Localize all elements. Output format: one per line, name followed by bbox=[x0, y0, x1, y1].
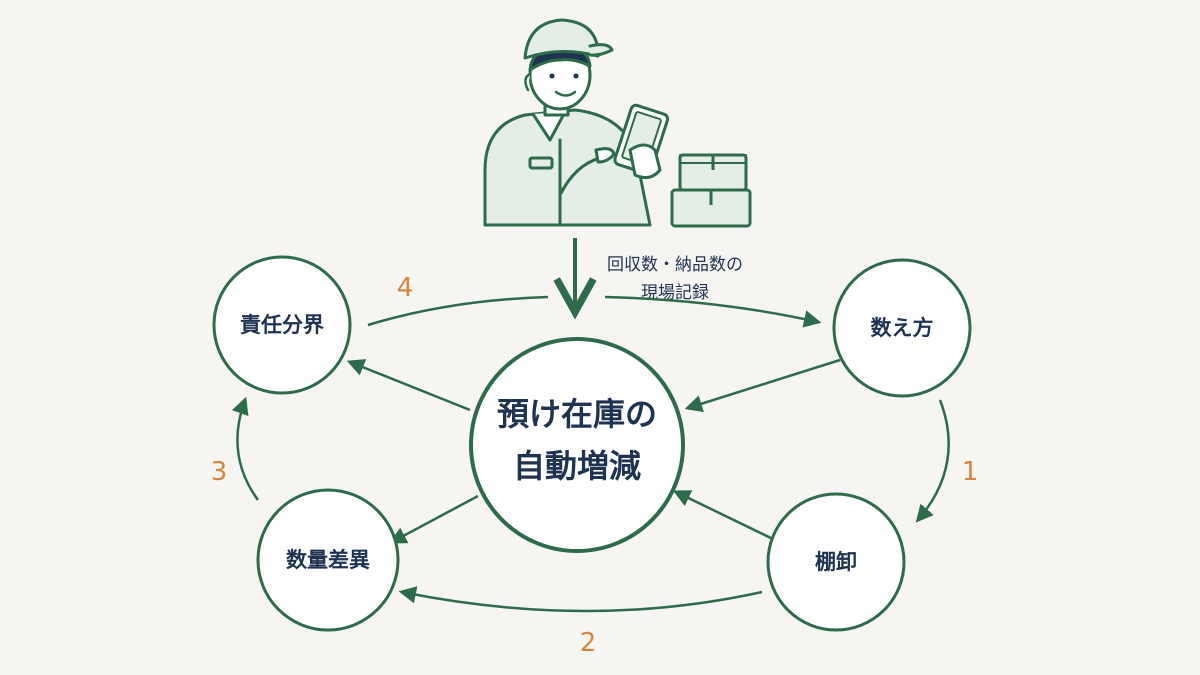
spoke-bottom-right bbox=[672, 490, 776, 542]
cycle-arrow-4a bbox=[367, 295, 549, 327]
cycle-arrow-1 bbox=[915, 399, 950, 523]
node-label-counting-method: 数え方 bbox=[871, 316, 934, 340]
note-line-2: 現場記録 bbox=[641, 283, 709, 303]
node-quantity-diff: 数量差異 bbox=[256, 488, 400, 632]
note-line-1: 回収数・納品数の bbox=[607, 255, 743, 275]
node-counting-method: 数え方 bbox=[832, 258, 972, 398]
step-number-4: 4 bbox=[397, 273, 414, 303]
spoke-top-right bbox=[684, 358, 841, 413]
node-label-quantity-diff: 数量差異 bbox=[286, 548, 370, 572]
cycle-arrow-3 bbox=[231, 396, 260, 501]
worker-with-tablet-icon bbox=[483, 18, 670, 227]
cycle-arrow-4b bbox=[604, 295, 822, 328]
node-stocktaking: 棚卸 bbox=[766, 492, 906, 632]
cycle-arrow-2 bbox=[398, 586, 763, 613]
node-responsibility: 責任分界 bbox=[212, 255, 352, 395]
step-number-3: 3 bbox=[211, 457, 228, 487]
step-number-2: 2 bbox=[580, 628, 597, 658]
spoke-bottom-left bbox=[388, 494, 479, 544]
center-node: 預け在庫の 自動増減 bbox=[469, 337, 685, 553]
step-number-1: 1 bbox=[962, 457, 979, 487]
stacked-boxes-icon bbox=[670, 153, 752, 228]
center-label-line-1: 預け在庫の bbox=[497, 395, 657, 433]
center-label-line-2: 自動増減 bbox=[513, 447, 641, 485]
node-label-responsibility: 責任分界 bbox=[240, 313, 324, 337]
node-label-stocktaking: 棚卸 bbox=[815, 550, 857, 574]
spoke-top-left bbox=[346, 359, 471, 412]
